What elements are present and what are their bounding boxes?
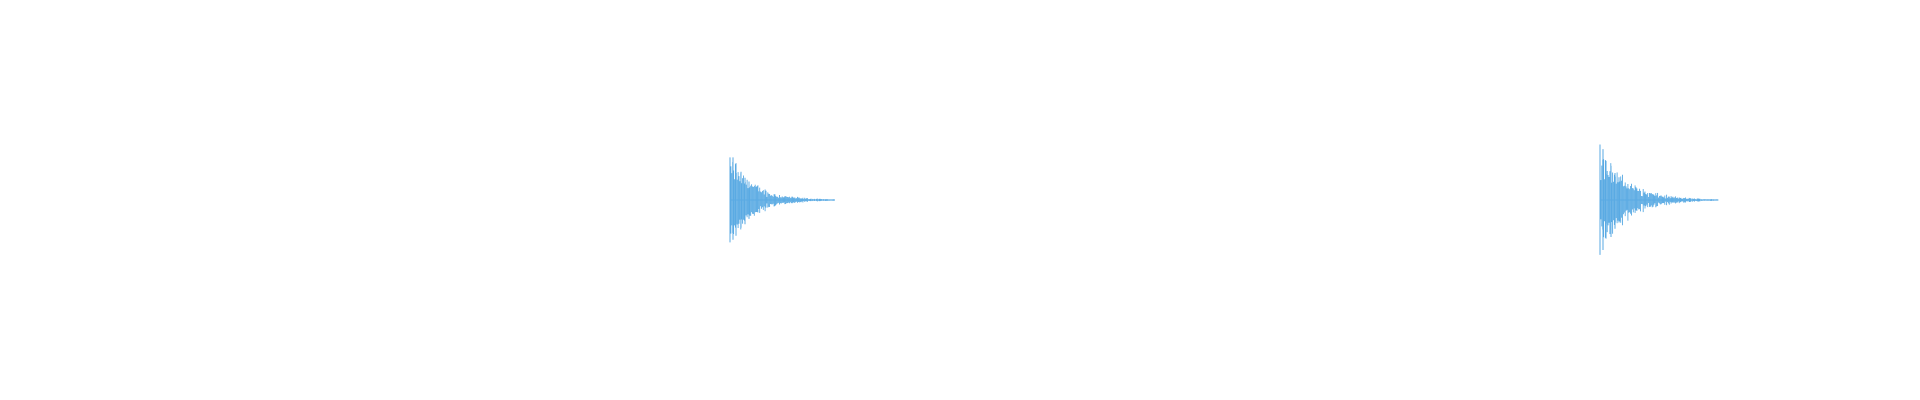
waveform-bursts [729, 144, 1719, 255]
burst-2 [1599, 144, 1719, 255]
burst-1 [729, 157, 835, 243]
